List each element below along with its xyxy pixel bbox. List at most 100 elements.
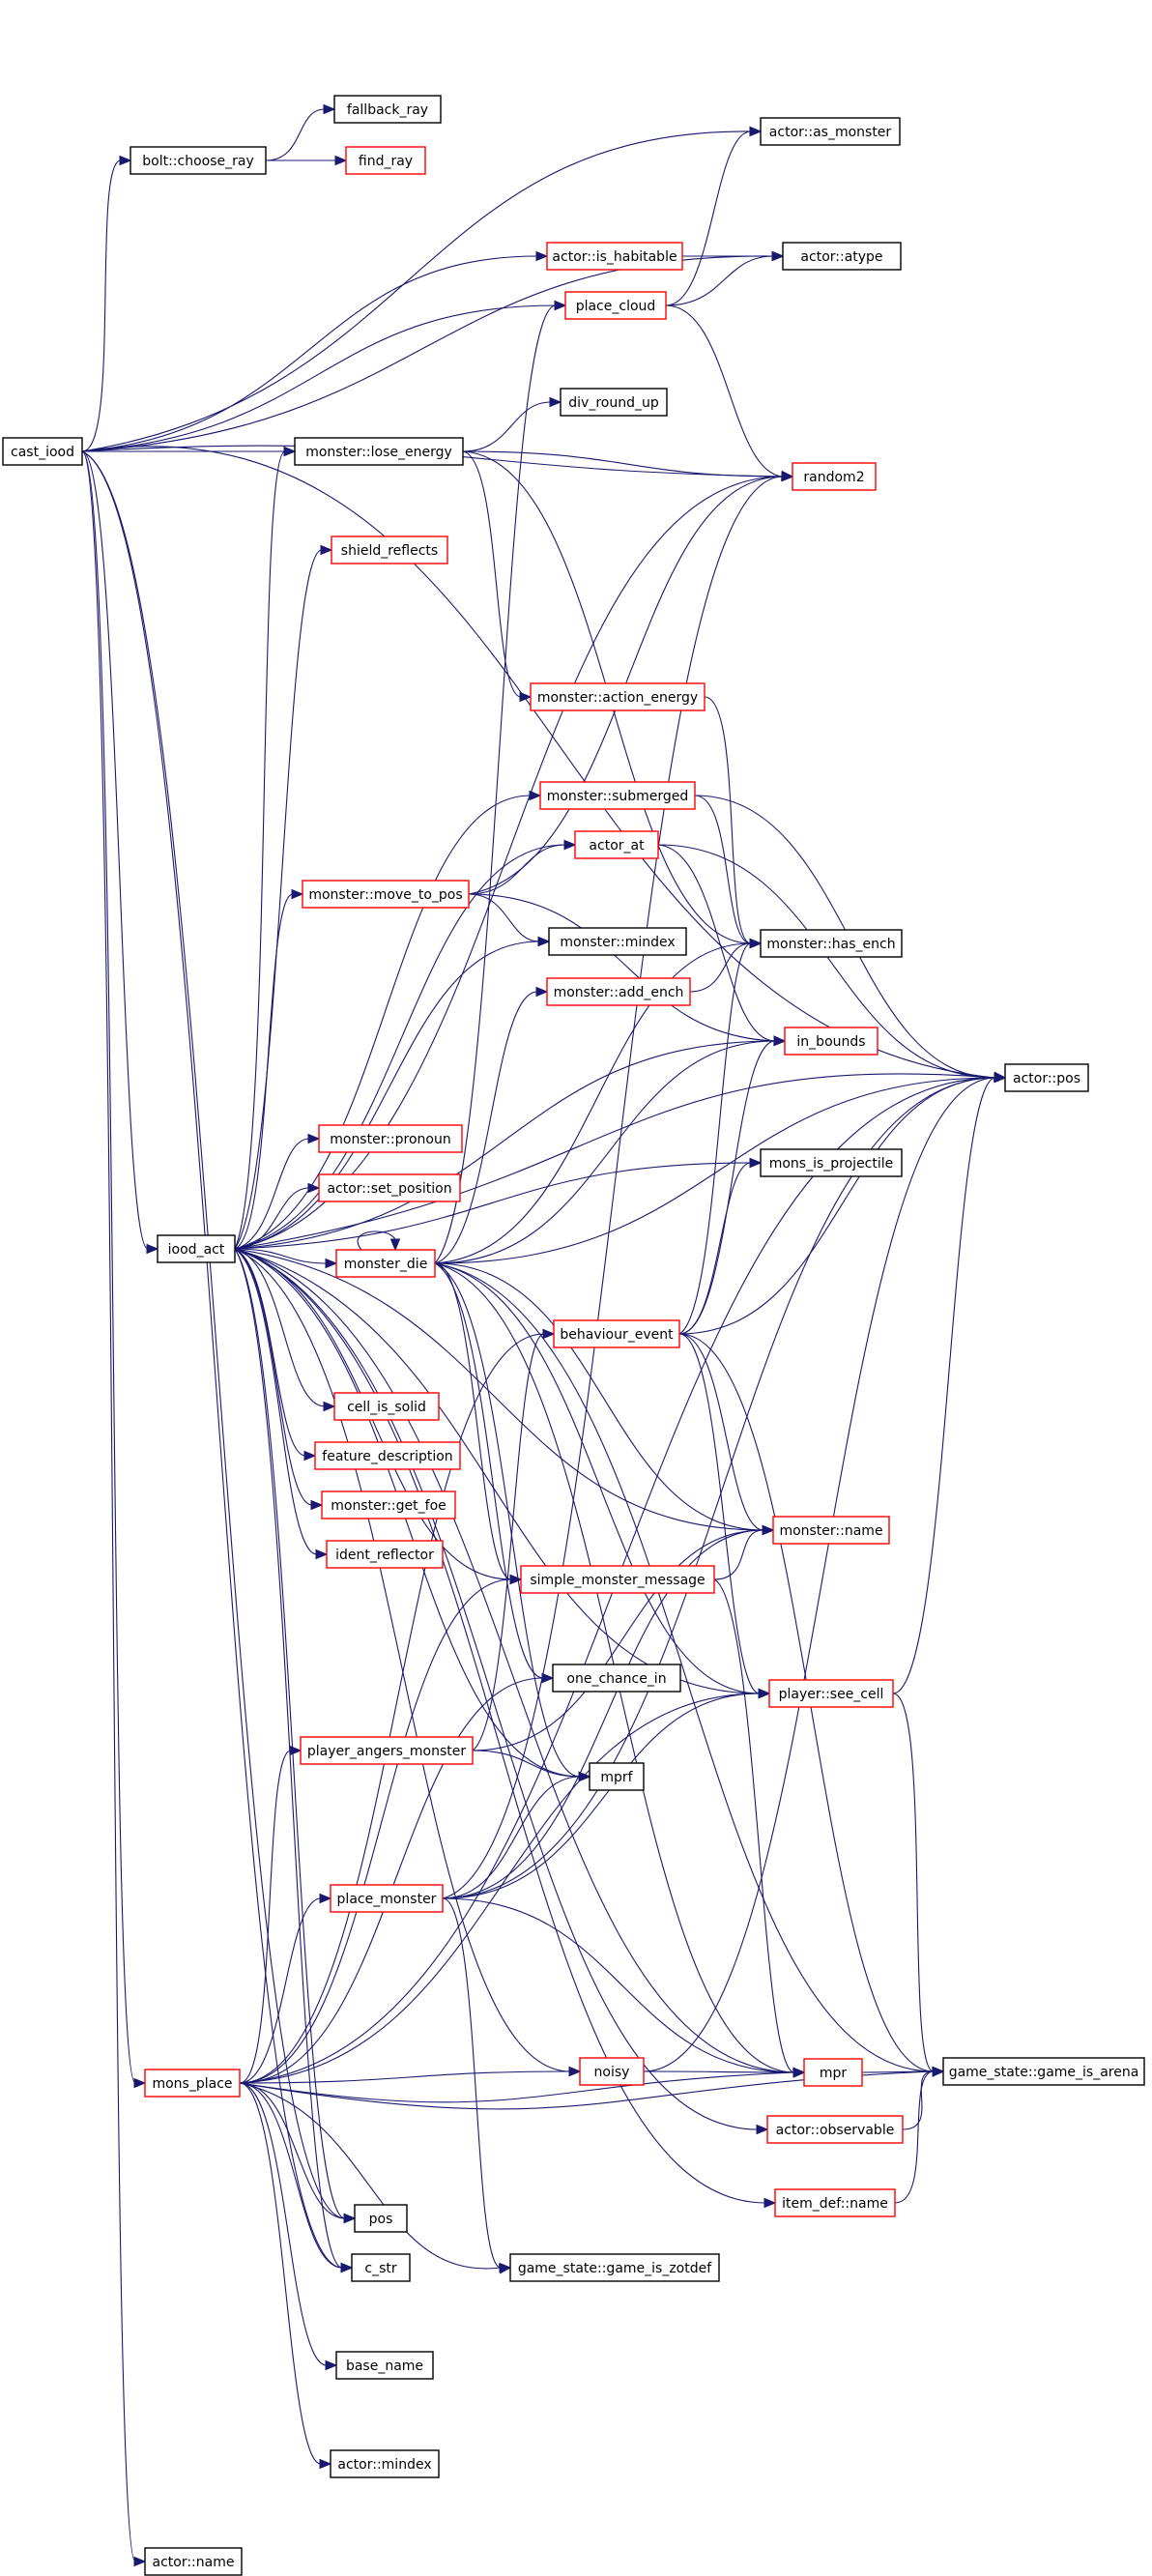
arrowhead (340, 2262, 354, 2273)
node-item-def-name[interactable]: item_def::name (774, 2188, 896, 2217)
edge-noisy-to-mpr (643, 2067, 806, 2078)
node-label: find_ray (359, 154, 413, 169)
arrowhead (756, 2124, 769, 2135)
edge-behaviour_event-to-in_bounds (678, 1035, 787, 1335)
edge-monster_lose_energy-to-div_round_up (462, 396, 562, 452)
node-random2[interactable]: random2 (792, 462, 877, 491)
arrowhead (509, 1574, 523, 1585)
arrowhead (323, 103, 336, 115)
arrowhead (535, 250, 549, 262)
node-actor-at[interactable]: actor_at (574, 830, 659, 859)
node-base-name[interactable]: base_name (335, 2351, 434, 2380)
node-box (326, 1540, 444, 1569)
arrowhead (994, 1072, 1007, 1084)
arrowhead (537, 936, 551, 947)
node-mprf[interactable]: mprf (589, 1762, 645, 1791)
node-monster-submerged[interactable]: monster::submerged (539, 781, 696, 810)
node-actor-atype[interactable]: actor::atype (782, 242, 902, 271)
node-pos[interactable]: pos (354, 2204, 408, 2233)
edge-line (472, 1750, 581, 1778)
arrowhead (773, 1035, 787, 1047)
edge-line (234, 1248, 346, 2219)
edge-line (434, 942, 752, 1264)
edge-bolt_choose_ray-to-find_ray (266, 155, 348, 166)
node-simple-monster-message[interactable]: simple_monster_message (520, 1565, 715, 1594)
edge-line (472, 1333, 545, 1751)
node-actor-is-habitable[interactable]: actor::is_habitable (546, 242, 683, 271)
node-monster-get-foe[interactable]: monster::get_foe (321, 1491, 456, 1520)
edge-line (81, 255, 774, 452)
node-player-angers-monster[interactable]: player_angers_monster (300, 1736, 474, 1765)
node-box (302, 880, 470, 909)
node-box (144, 2069, 241, 2098)
edge-line (234, 1187, 310, 1250)
edge-line (234, 1248, 343, 2269)
node-one-chance-in[interactable]: one_chance_in (552, 1664, 681, 1693)
node-cell-is-solid[interactable]: cell_is_solid (333, 1392, 440, 1421)
edge-line (678, 1040, 776, 1335)
node-box (768, 1679, 894, 1708)
node-ident-reflector[interactable]: ident_reflector (326, 1540, 444, 1569)
node-monster-has-ench[interactable]: monster::has_ench (760, 929, 903, 958)
node-box (766, 2115, 904, 2144)
node-label: player_angers_monster (307, 1744, 466, 1759)
node-iood-act[interactable]: iood_act (157, 1234, 236, 1263)
edge-iood_act-to-item_def_name (234, 1248, 777, 2209)
edge-line (239, 1578, 512, 2084)
node-actor-mindex[interactable]: actor::mindex (330, 2449, 440, 2478)
edge-cast_iood-to-actor_atype (81, 250, 785, 452)
node-div-round-up[interactable]: div_round_up (560, 388, 668, 417)
node-place-monster[interactable]: place_monster (330, 1884, 444, 1913)
node-cast-iood: cast_iood (2, 437, 83, 466)
node-actor-as-monster[interactable]: actor::as_monster (760, 117, 901, 146)
edge-mons_place-to-behaviour_event (239, 1328, 556, 2084)
node-mons-place[interactable]: mons_place (144, 2069, 241, 2098)
node-player-see-cell[interactable]: player::see_cell (768, 1679, 894, 1708)
node-actor-pos[interactable]: actor::pos (1004, 1063, 1089, 1092)
edge-line (234, 1248, 795, 2073)
edge-iood_act-to-ident_reflector (234, 1248, 329, 1560)
node-actor-name[interactable]: actor::name (144, 2547, 243, 2576)
node-game-is-arena[interactable]: game_state::game_is_arena (942, 2057, 1145, 2086)
edge-line (462, 450, 522, 698)
node-game-is-zotdef[interactable]: game_state::game_is_zotdef (509, 2253, 720, 2282)
node-actor-set-position[interactable]: actor::set_position (318, 1173, 461, 1202)
node-mpr[interactable]: mpr (803, 2058, 863, 2087)
edge-line (434, 1262, 544, 1679)
node-c-str[interactable]: c_str (351, 2253, 411, 2282)
arrowhead (529, 790, 542, 801)
node-mons-is-projectile[interactable]: mons_is_projectile (760, 1148, 903, 1177)
node-monster-name[interactable]: monster::name (772, 1516, 890, 1545)
node-monster-lose-energy[interactable]: monster::lose_energy (294, 437, 464, 466)
arrowhead (307, 1133, 321, 1144)
node-feature-description[interactable]: feature_description (314, 1441, 461, 1470)
node-find-ray[interactable]: find_ray (345, 146, 426, 175)
edge-monster_submerged-to-monster_has_ench (694, 795, 763, 949)
node-place-cloud[interactable]: place_cloud (564, 291, 667, 320)
edge-iood_act-to-monster_die (234, 1248, 338, 1269)
node-label: fallback_ray (347, 102, 428, 118)
node-bolt-choose-ray[interactable]: bolt::choose_ray (130, 146, 267, 175)
node-monster-add-ench[interactable]: monster::add_ench (546, 977, 691, 1006)
edge-cast_iood-to-mons_place (81, 450, 147, 2089)
node-in-bounds[interactable]: in_bounds (784, 1027, 878, 1056)
node-monster-die[interactable]: monster_die (335, 1249, 436, 1278)
edge-line (234, 1248, 318, 1555)
edge-line (442, 476, 784, 1899)
node-monster-action-energy[interactable]: monster::action_energy (530, 682, 706, 711)
node-box (589, 1762, 645, 1791)
node-fallback-ray[interactable]: fallback_ray (333, 95, 442, 124)
node-monster-mindex[interactable]: monster::mindex (548, 927, 687, 956)
arrowhead (323, 1401, 336, 1412)
node-shield-reflects[interactable]: shield_reflects (331, 535, 448, 564)
node-actor-observable[interactable]: actor::observable (766, 2115, 904, 2144)
node-monster-pronoun[interactable]: monster::pronoun (318, 1124, 463, 1153)
edge-monster_die-to-one_chance_in (434, 1262, 555, 1684)
node-label: player::see_cell (779, 1687, 884, 1702)
arrowhead (792, 2068, 806, 2078)
node-noisy[interactable]: noisy (579, 2057, 645, 2086)
edge-line (462, 401, 552, 452)
node-behaviour-event[interactable]: behaviour_event (553, 1319, 680, 1348)
node-monster-move-to-pos[interactable]: monster::move_to_pos (302, 880, 470, 909)
edge-behaviour_event-to-monster_has_ench (678, 938, 763, 1335)
